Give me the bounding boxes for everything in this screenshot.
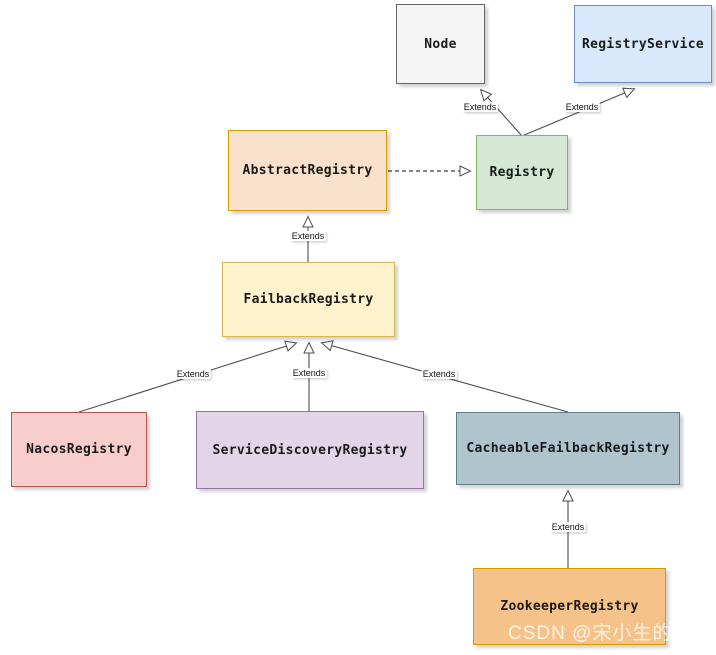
edge-label-registry-extends-node: Extends (462, 102, 498, 112)
class-box-nacos-registry[interactable]: NacosRegistry (11, 412, 147, 487)
class-box-node[interactable]: Node (396, 4, 485, 84)
edge-registry-extends-registry-service (521, 87, 636, 137)
edge-label-service-discovery-extends-failback: Extends (291, 368, 327, 378)
class-box-registry-service[interactable]: RegistryService (574, 5, 712, 83)
edge-label-registry-extends-registry-service: Extends (564, 102, 600, 112)
edge-label-failback-extends-abstract: Extends (290, 231, 326, 241)
edge-label-zookeeper-extends-cacheable: Extends (550, 522, 586, 532)
edge-label-nacos-extends-failback: Extends (175, 369, 211, 379)
class-box-zookeeper-registry[interactable]: ZookeeperRegistry (473, 568, 666, 645)
class-box-failback-registry[interactable]: FailbackRegistry (222, 262, 395, 337)
class-box-abstract-registry[interactable]: AbstractRegistry (228, 130, 387, 211)
edge-label-cacheable-extends-failback: Extends (421, 369, 457, 379)
class-box-service-discovery-registry[interactable]: ServiceDiscoveryRegistry (196, 411, 424, 489)
edge-registry-extends-node (479, 88, 523, 137)
class-box-cacheable-failback-registry[interactable]: CacheableFailbackRegistry (456, 412, 680, 485)
class-box-registry[interactable]: Registry (476, 135, 568, 210)
